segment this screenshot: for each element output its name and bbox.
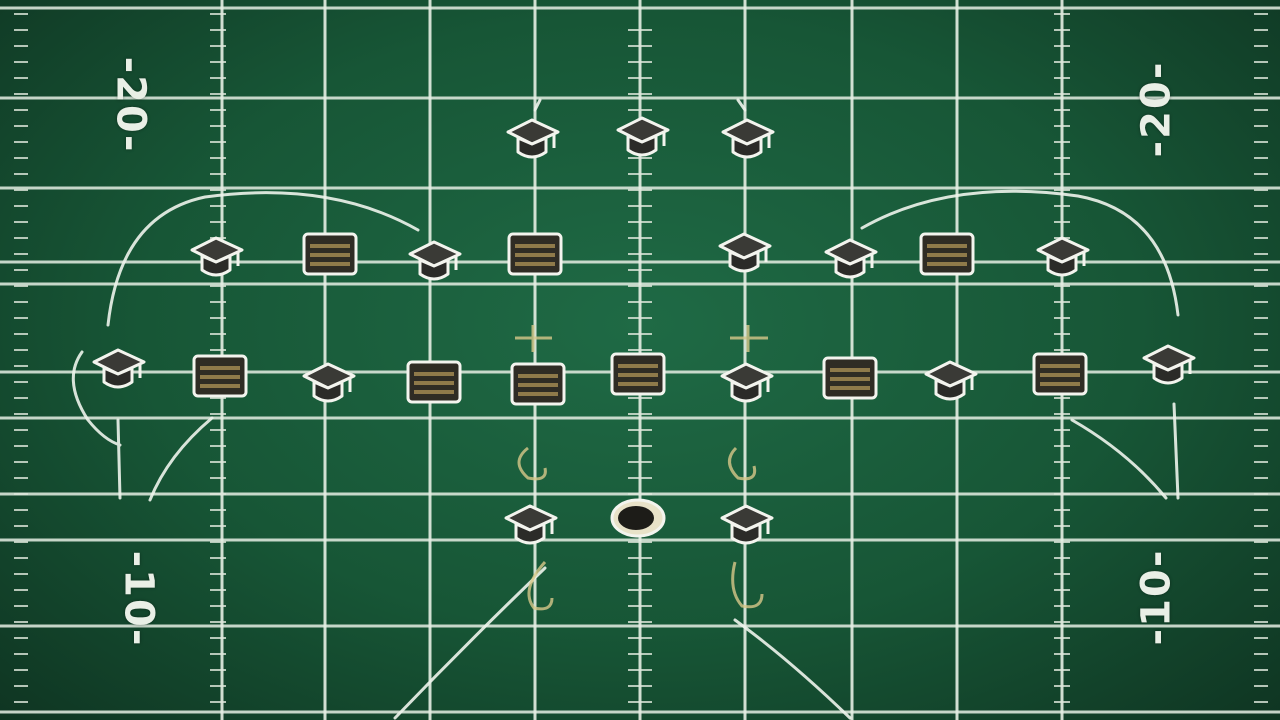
graduation-cap-icon bbox=[918, 354, 982, 410]
graduation-cap-icon bbox=[500, 112, 564, 168]
graduation-cap-icon bbox=[296, 356, 360, 412]
book-stack-icon bbox=[818, 350, 882, 406]
book-stack-icon bbox=[188, 348, 252, 404]
yard-number-right-bottom: -10- bbox=[1133, 548, 1180, 646]
book-stack-icon bbox=[298, 226, 362, 282]
graduation-cap-icon bbox=[402, 234, 466, 290]
graduation-cap-icon bbox=[184, 230, 248, 286]
football-icon bbox=[606, 490, 670, 546]
graduation-cap-icon bbox=[1030, 230, 1094, 286]
book-stack-icon bbox=[503, 226, 567, 282]
graduation-cap-icon bbox=[1136, 338, 1200, 394]
book-stack-icon bbox=[915, 226, 979, 282]
graduation-cap-icon bbox=[715, 112, 779, 168]
graduation-cap-icon bbox=[610, 110, 674, 166]
yard-number-left-top: -20- bbox=[107, 56, 154, 154]
graduation-cap-icon bbox=[818, 232, 882, 288]
book-stack-icon bbox=[402, 354, 466, 410]
graduation-cap-icon bbox=[712, 226, 776, 282]
graduation-cap-icon bbox=[714, 356, 778, 412]
graduation-cap-icon bbox=[714, 498, 778, 554]
graduation-cap-icon bbox=[86, 342, 150, 398]
book-stack-icon bbox=[506, 356, 570, 412]
yard-number-left-bottom: -10- bbox=[115, 550, 162, 648]
yard-number-right-top: -20- bbox=[1133, 60, 1180, 158]
book-stack-icon bbox=[606, 346, 670, 402]
book-stack-icon bbox=[1028, 346, 1092, 402]
graduation-cap-icon bbox=[498, 498, 562, 554]
